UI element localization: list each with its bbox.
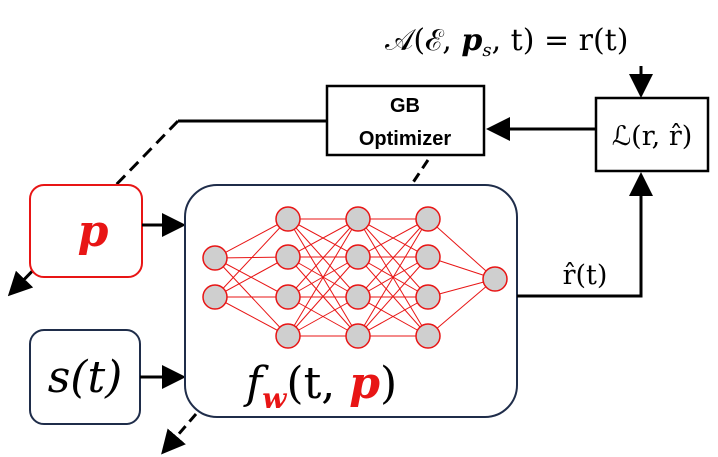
network-node-l1-2 [275,284,301,310]
arrow-output-to-loss [517,172,653,298]
network-edge [357,256,429,337]
network-node-l0-1 [202,284,228,310]
top-equation-p: p [461,23,482,58]
signal-label: s(t) [48,352,123,403]
top-equation: 𝒜(ℰ, ps, t) = r(t) [385,23,628,61]
network-node-l1-0 [275,206,301,232]
network-edge [214,256,289,298]
optimizer-label-line1: GB [390,95,420,117]
network-node-l3-2 [415,284,441,310]
loss-box [594,96,710,173]
network-node-l3-3 [415,323,441,349]
parameter-box [29,184,143,278]
top-equation-sub: s [482,40,491,61]
network-edge [357,218,429,258]
network-node-l1-1 [275,244,301,270]
network-edge [214,296,289,337]
network-args: (t, [286,358,349,409]
network-p: p [349,358,380,409]
network-edge [357,218,429,337]
top-equation-lhs: 𝒜(ℰ, [385,23,461,58]
top-equation-rhs: , t) = r(t) [492,23,629,58]
network-edge [214,218,289,259]
network-function-label: fw(t, p) [243,358,397,415]
network-node-l4-0 [482,266,508,292]
parameter-symbol: p [78,206,109,257]
loss-label: ℒ(r, r̂) [612,121,693,152]
network-close: ) [380,358,397,409]
optimizer-box [325,84,486,157]
network-node-l3-1 [415,244,441,270]
network-nodes [202,206,508,349]
network-node-l2-1 [345,244,371,270]
network-edge [357,296,429,337]
network-edge [357,218,429,298]
network-node-l3-0 [415,206,441,232]
network-edge [427,278,496,337]
optimizer-label-line2: Optimizer [359,128,451,150]
output-label: r̂(t) [563,260,608,291]
network-gradient-dashed [161,413,198,455]
network-node-l2-3 [345,323,371,349]
network-edge [287,296,359,337]
network-node-l2-0 [345,206,371,232]
network-edge [287,218,359,298]
network-node-l2-2 [345,284,371,310]
network-node-l0-0 [202,245,228,271]
network-edge [287,218,359,258]
optimizer-to-network-dashed [410,159,430,185]
network-node-l1-3 [275,323,301,349]
network-edge [287,218,359,337]
network-edge [287,256,359,337]
network-w: w [262,382,287,415]
network-edge [427,218,496,280]
network-edge [214,218,289,298]
